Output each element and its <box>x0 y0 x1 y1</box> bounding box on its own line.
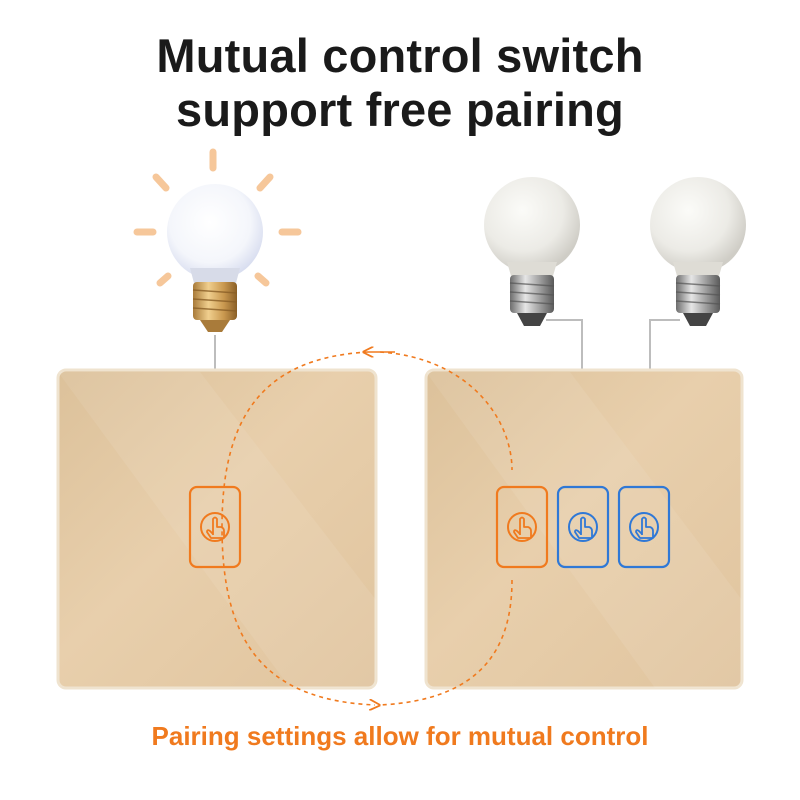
single-gang-switch-panel <box>56 368 378 690</box>
bulb-off-1-neck <box>507 262 557 276</box>
bulb-lit-tip <box>200 320 230 332</box>
bulb-off-1-globe <box>484 177 580 273</box>
ray-top-left <box>152 173 170 192</box>
right-blue-button-2[interactable] <box>617 485 671 569</box>
pairing-arrows <box>221 351 513 706</box>
pairing-arrow-right-top <box>379 351 513 471</box>
ray-bottom-right <box>254 272 270 287</box>
touch-icon <box>568 512 598 542</box>
bulb-lit-neck <box>190 268 240 283</box>
three-gang-switch-panel <box>424 368 744 690</box>
bulb-off-2-neck <box>673 262 723 276</box>
right-blue-button-1[interactable] <box>556 485 610 569</box>
right-panel-sheen <box>426 372 742 688</box>
bulb-lit-globe <box>167 184 263 280</box>
bulb-off-1-tip <box>517 313 547 326</box>
bulb-off-1 <box>484 177 580 326</box>
touch-icon <box>629 512 659 542</box>
pairing-arrow-right-bottom <box>379 579 513 706</box>
bulb-off-2 <box>650 177 746 326</box>
touch-icon <box>200 512 230 542</box>
bulb-lit <box>167 184 263 332</box>
bulb-off-2-globe <box>650 177 746 273</box>
title-line-1: Mutual control switch <box>156 29 644 82</box>
right-orange-button[interactable] <box>495 485 549 569</box>
pairing-arrow-left <box>221 351 375 705</box>
left-panel-sheen <box>58 372 376 688</box>
touch-icon <box>507 512 537 542</box>
right-panel-glass <box>424 368 744 690</box>
ray-bottom-left <box>156 272 172 287</box>
light-rays <box>133 148 302 287</box>
ray-top-right <box>256 173 274 192</box>
caption: Pairing settings allow for mutual contro… <box>151 721 649 751</box>
title-line-2: support free pairing <box>176 83 624 136</box>
left-orange-button[interactable] <box>188 485 242 569</box>
bulb-off-2-tip <box>683 313 713 326</box>
left-panel-glass <box>56 368 378 690</box>
